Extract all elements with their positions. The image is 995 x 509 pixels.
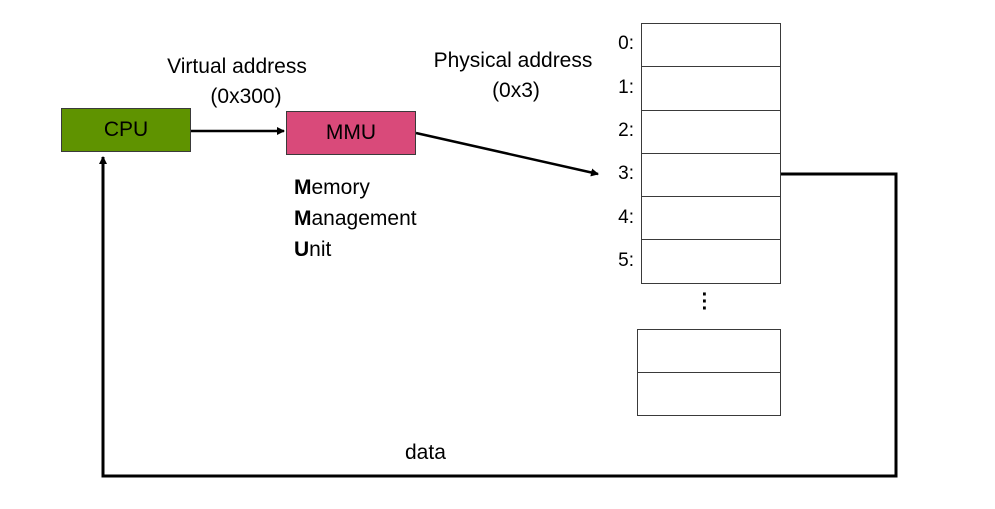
memory-cell-2 [642, 111, 780, 154]
physical-address-title: Physical address [433, 49, 593, 72]
mmu-expansion-line: Memory [294, 176, 370, 199]
address-label: 1: [618, 77, 634, 98]
memory-cell-tail [638, 373, 780, 416]
physical-address-value: (0x3) [492, 79, 540, 102]
mmu-expansion-line: Unit [294, 238, 332, 261]
mmu-to-memory-arrow [415, 131, 599, 177]
address-label: 2: [618, 120, 634, 141]
virtual-address-title: Virtual address [167, 55, 307, 78]
memory-cell-0 [642, 24, 780, 68]
memory-cell-4 [642, 197, 780, 241]
memory-cell-5 [642, 240, 780, 283]
cpu-label: CPU [103, 118, 149, 141]
cpu-box: CPU [61, 108, 191, 152]
mmu-box: MMU [286, 111, 416, 155]
data-label: data [405, 441, 446, 464]
physical-memory-tail-table [637, 329, 781, 416]
address-label: 3: [618, 163, 634, 184]
memory-cell-tail [638, 330, 780, 373]
physical-memory-table [641, 23, 781, 284]
mmu-expansion-line: Management [294, 207, 417, 230]
mmu-expansion: Memory Management Unit [294, 172, 417, 265]
physical-address-label: Physical address (0x3) [418, 46, 608, 106]
address-label: 0: [618, 33, 634, 54]
mmu-label: MMU [325, 121, 377, 144]
memory-ellipsis: ··· [701, 284, 709, 320]
memory-cell-3 [642, 154, 780, 198]
address-label: 4: [618, 207, 634, 228]
memory-cell-1 [642, 67, 780, 111]
data-return-arrow [99, 156, 898, 478]
virtual-address-label: Virtual address (0x300) [148, 52, 326, 112]
virtual-address-value: (0x300) [210, 85, 282, 108]
address-label: 5: [618, 250, 634, 271]
